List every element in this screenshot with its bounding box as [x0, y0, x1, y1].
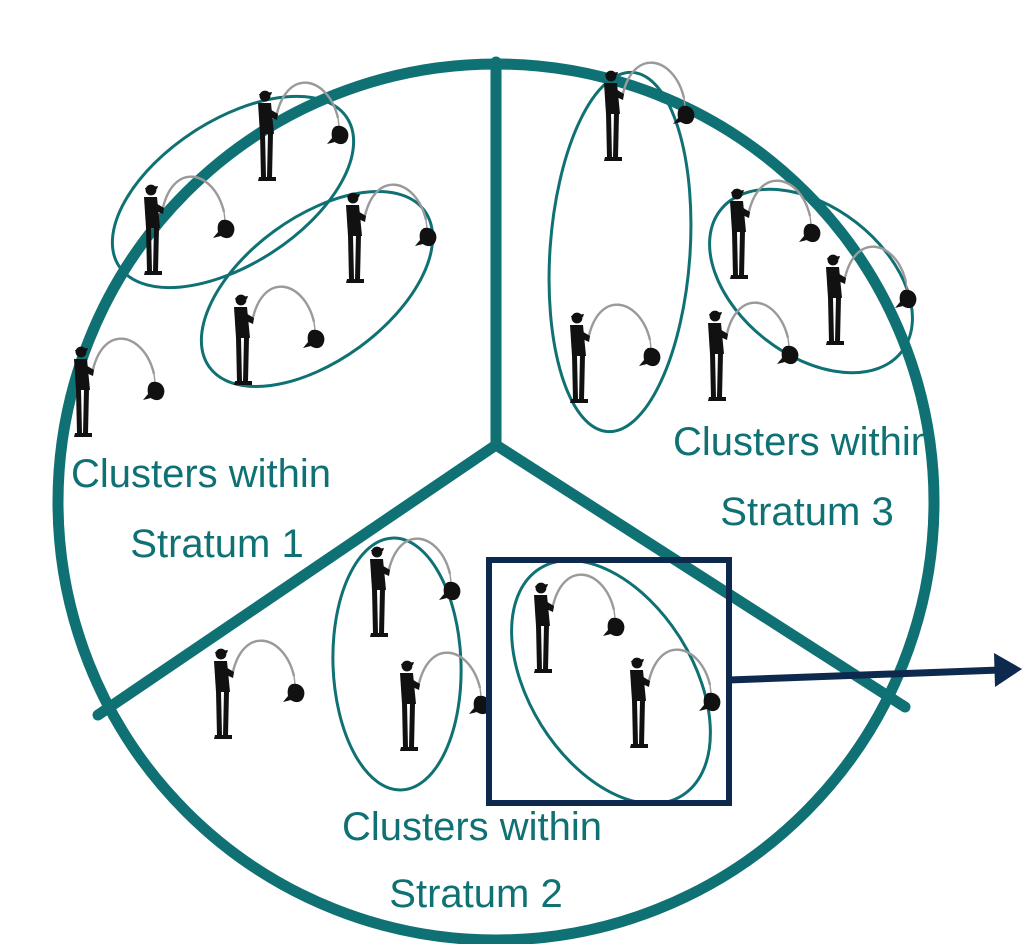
angler-icon: [568, 303, 662, 405]
angler-icon: [344, 183, 438, 285]
angler-icon: [532, 573, 626, 675]
stratum3-label-line1: Clusters within: [673, 420, 933, 464]
angler-icon: [368, 537, 462, 639]
angler-icon: [232, 285, 326, 387]
angler-icon: [398, 651, 492, 753]
divider-right: [490, 439, 911, 713]
stratum3-label-line2: Stratum 3: [720, 490, 893, 534]
angler-icon: [212, 639, 306, 741]
stratum2-label-line2: Stratum 2: [389, 872, 562, 916]
stratum2-label-line1: Clusters within: [342, 805, 602, 849]
angler-icon: [628, 648, 722, 750]
arrow-head: [994, 653, 1022, 687]
stratum1-label-line1: Clusters within: [71, 452, 331, 496]
cluster-ellipse: [199, 190, 435, 388]
arrow-right-icon: [728, 666, 1001, 684]
stratum1-label-line2: Stratum 1: [130, 522, 303, 566]
cluster-ellipse: [547, 70, 693, 434]
selected-cluster-box: [486, 557, 732, 806]
cluster-ellipse: [331, 536, 463, 792]
divider-left: [92, 439, 502, 721]
cluster-ellipse: [510, 558, 712, 806]
cluster-ellipse: [110, 94, 356, 290]
angler-icon: [706, 301, 800, 403]
cluster-ellipse: [708, 187, 914, 375]
